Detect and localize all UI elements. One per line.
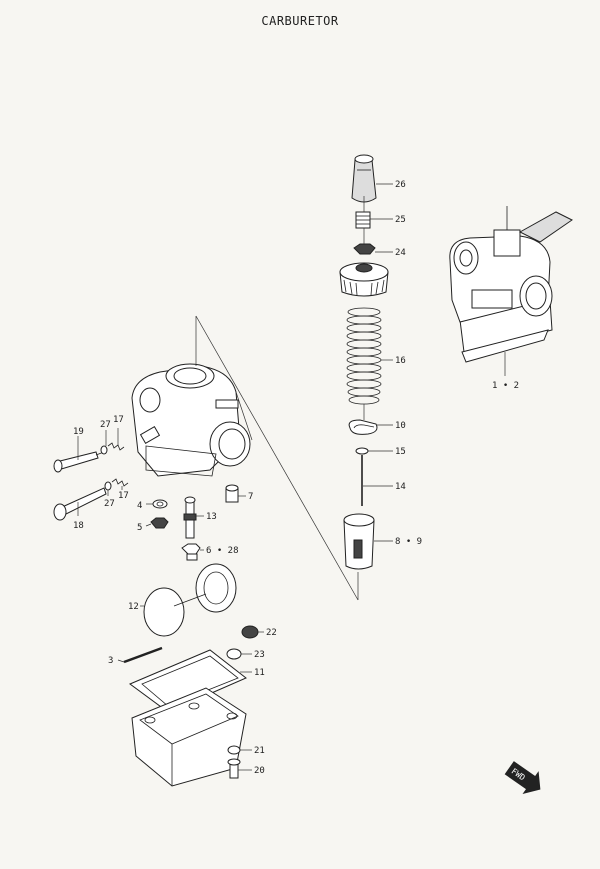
part-20-drain-screw [227,758,241,779]
callout-23: 23 [254,650,265,660]
part-11-gasket [128,649,247,713]
part-25-adjuster [355,211,371,229]
part-5-jet [150,517,169,529]
part-10-clip [348,419,378,435]
part-12-float [143,563,237,637]
callout-3: 3 [108,656,113,666]
part-22-valve-seat [241,625,259,639]
callout-26: 26 [395,180,406,190]
left-leaders [77,428,264,771]
callout-27-top: 27 [100,420,111,430]
page-title: CARBURETOR [261,14,339,28]
callout-12: 12 [128,602,139,612]
callout-15: 15 [395,447,406,457]
callout-5: 5 [137,523,142,533]
callout-19: 19 [73,427,84,437]
callout-14: 14 [395,482,406,492]
callout-25: 25 [395,215,406,225]
callout-6-28: 6 • 28 [206,546,239,556]
part-19-air-screw [53,451,105,473]
part-24-nut [353,243,376,255]
callout-22: 22 [266,628,277,638]
part-21-washer [227,745,241,755]
carburetor-assembly-1-2 [449,206,573,363]
callout-18: 18 [73,521,84,531]
callout-1-2: 1 • 2 [492,381,519,391]
part-3-float-pin [123,646,163,664]
forward-arrow-icon: FWD [504,761,541,795]
callout-13: 13 [206,512,217,522]
callout-27-bottom: 27 [104,499,115,509]
callout-17-bottom: 17 [118,491,129,501]
carburetor-body [131,363,251,477]
part-13-needle-jet [183,496,197,539]
part-27-o-ring-a [100,445,108,455]
callout-24: 24 [395,248,406,258]
part-23-o-ring [226,648,242,660]
part-17-spring-a [107,442,125,451]
part-8-9-throttle-valve [343,513,375,570]
part-7-plug [225,484,239,503]
callout-16: 16 [395,356,406,366]
float-bowl [131,687,247,787]
callout-21: 21 [254,746,265,756]
callout-17-top: 17 [113,415,124,425]
part-4-washer [152,499,168,509]
part-18-idle-screw [53,487,107,521]
part-17-spring-b [111,478,129,487]
part-27-o-ring-b [104,481,112,491]
callout-20: 20 [254,766,265,776]
callout-8-9: 8 • 9 [395,537,422,547]
part-26-rubber-cap [351,154,377,203]
callout-11: 11 [254,668,265,678]
top-stack-leaders [357,183,393,600]
part-15-needle-clip [355,447,369,455]
part-6-28-main-jet [181,543,201,561]
carb-top-cap [339,262,389,297]
callout-4: 4 [137,501,142,511]
callout-7: 7 [248,492,253,502]
part-16-spring [346,307,382,405]
callout-10: 10 [395,421,406,431]
projection-lines [195,315,359,601]
